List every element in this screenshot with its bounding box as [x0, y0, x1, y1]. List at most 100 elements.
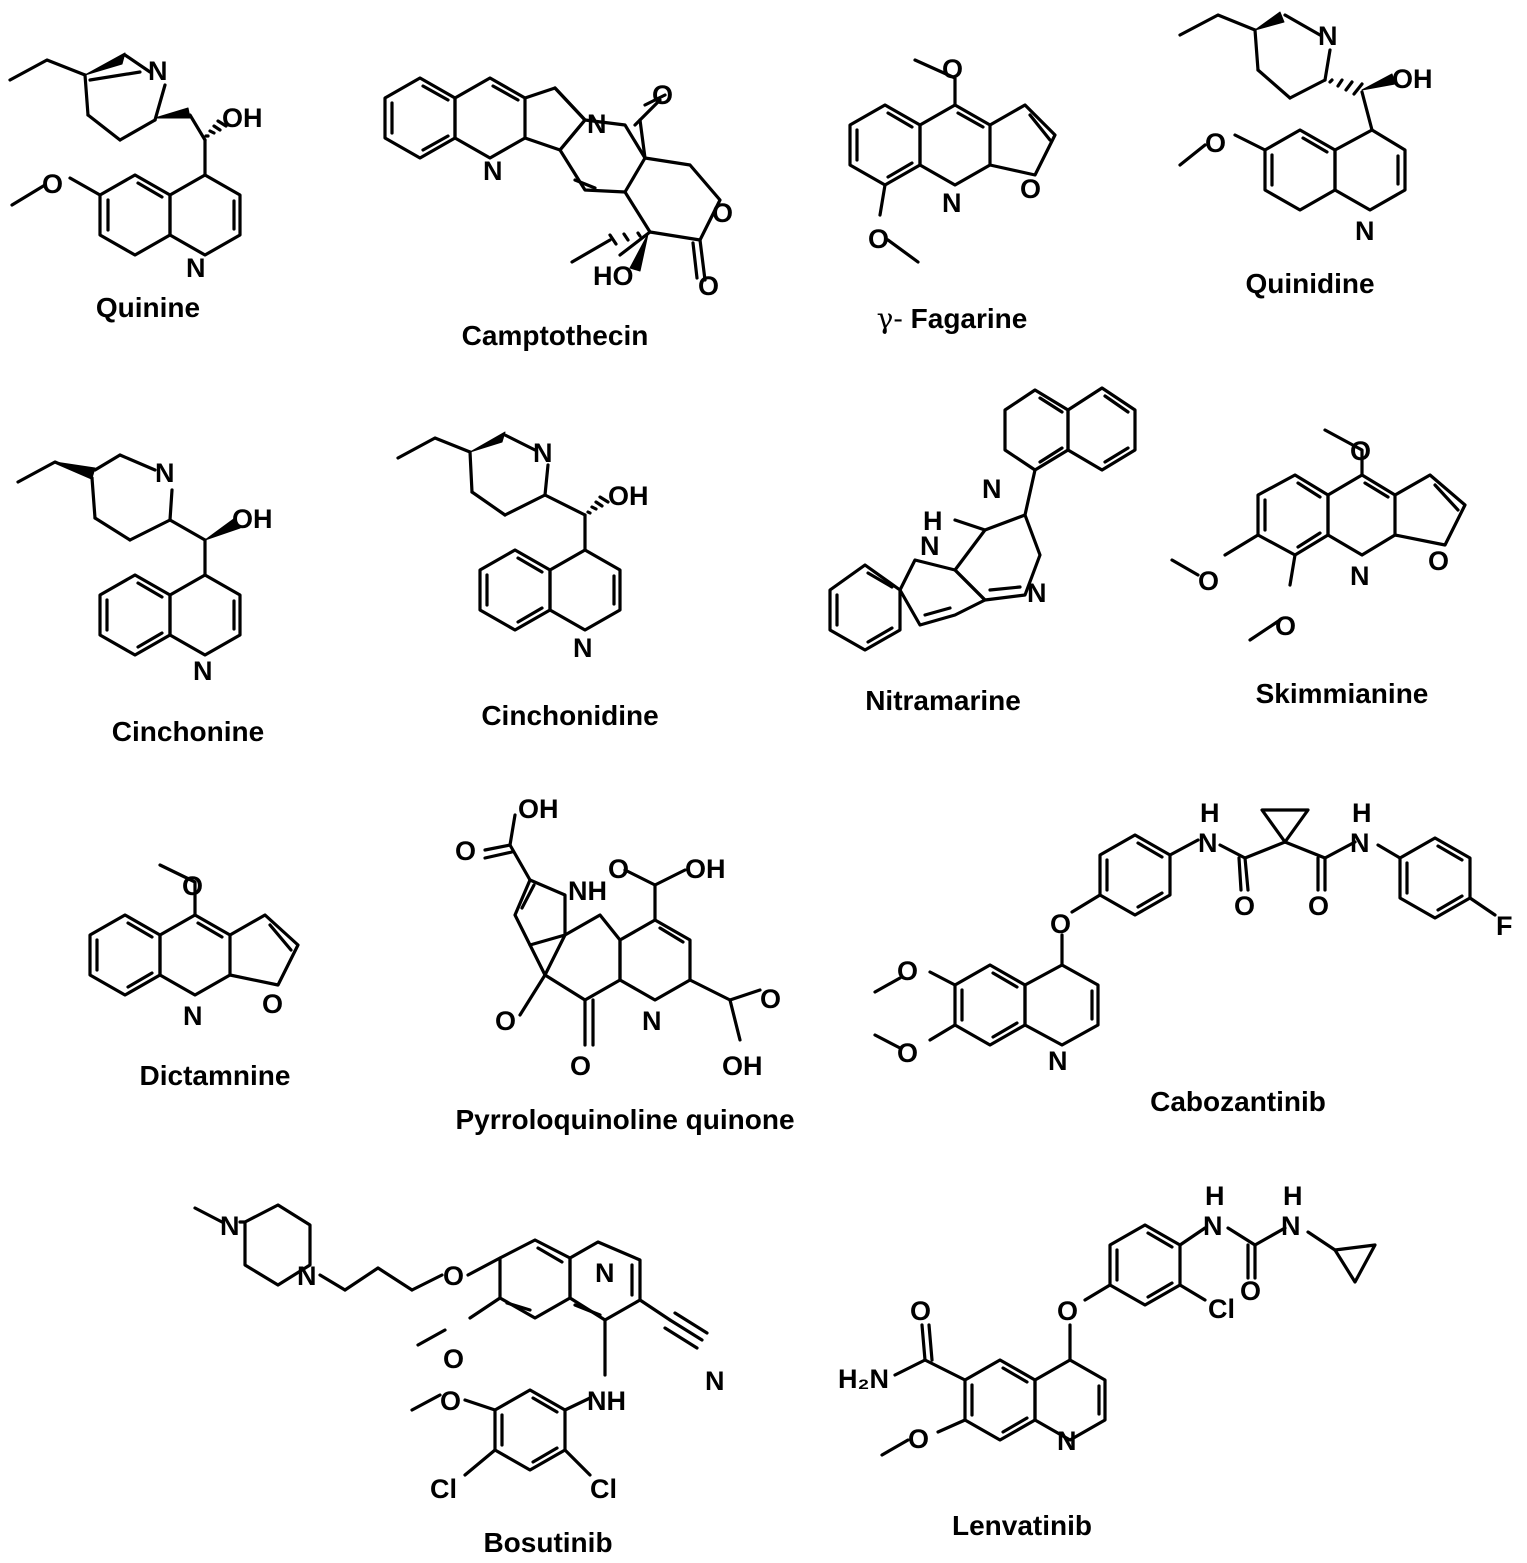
label-bosutinib: Bosutinib	[483, 1527, 613, 1558]
atom-o: O	[1198, 566, 1219, 596]
atom-o: O	[443, 1261, 464, 1291]
atom-o: O	[760, 984, 781, 1014]
atom-n: N	[148, 56, 168, 86]
skimmianine-structure: O N O O O	[1170, 428, 1467, 642]
atom-oh: OH	[1392, 64, 1433, 94]
atom-oh: OH	[518, 794, 559, 824]
label-lenvatinib: Lenvatinib	[951, 1510, 1093, 1541]
atom-o: O	[570, 1051, 591, 1081]
cabozantinib-structure: H N O O H N F O O O N	[873, 798, 1513, 1076]
camptothecin-structure: N N O O HO O	[383, 76, 733, 301]
atom-n: N	[1027, 578, 1047, 608]
lenvatinib-structure: H N H N O Cl O O H₂N O N	[838, 1181, 1377, 1457]
atom-n: N	[1198, 828, 1218, 858]
quinidine-structure: N OH O N	[1178, 11, 1433, 246]
atom-h: H	[923, 506, 943, 536]
bosutinib-structure: N N O N O N NH O Cl Cl	[193, 1203, 725, 1504]
atom-o: O	[910, 1296, 931, 1326]
atom-n: N	[1048, 1046, 1068, 1076]
atom-oh: OH	[232, 504, 273, 534]
atom-o: O	[1275, 611, 1296, 641]
atom-oh: OH	[222, 103, 263, 133]
atom-h2n: H₂N	[838, 1364, 889, 1394]
label-cinchonidine: Cinchonidine	[481, 700, 659, 731]
dictamnine-structure: O N O	[88, 863, 300, 1031]
atom-o: O	[942, 54, 963, 84]
atom-o: O	[1050, 909, 1071, 939]
label-fagarine-name: Fagarine	[910, 303, 1028, 334]
pqq-structure: OH O NH O OH O O N O OH	[455, 794, 781, 1081]
cinchonidine-structure: N OH N	[396, 431, 649, 663]
atom-n: N	[920, 531, 940, 561]
atom-n: N	[193, 656, 213, 686]
atom-o: O	[608, 854, 629, 884]
atom-o: O	[1240, 1276, 1261, 1306]
atom-o: O	[262, 989, 283, 1019]
atom-n: N	[1203, 1211, 1223, 1241]
atom-h: H	[1283, 1181, 1303, 1211]
atom-cl: Cl	[430, 1474, 457, 1504]
atom-n: N	[573, 633, 593, 663]
atom-oh: OH	[722, 1051, 763, 1081]
atom-o: O	[1308, 891, 1329, 921]
atom-n: N	[186, 253, 206, 283]
atom-o: O	[1234, 891, 1255, 921]
atom-n: N	[483, 156, 503, 186]
fagarine-structure: O N O O	[848, 54, 1057, 264]
atom-n: N	[533, 438, 553, 468]
atom-f: F	[1496, 911, 1513, 941]
label-skimmianine: Skimmianine	[1255, 678, 1429, 709]
label-quinidine: Quinidine	[1245, 268, 1375, 299]
atom-n: N	[642, 1006, 662, 1036]
atom-o: O	[897, 956, 918, 986]
nitramarine-structure: N H N N	[828, 386, 1137, 652]
atom-n: N	[595, 1258, 615, 1288]
label-cinchonine: Cinchonine	[111, 716, 265, 747]
atom-oh: OH	[685, 854, 726, 884]
atom-n: N	[982, 474, 1002, 504]
atom-cl: Cl	[1208, 1294, 1235, 1324]
atom-n: N	[1355, 216, 1375, 246]
label-camptothecin: Camptothecin	[461, 320, 649, 351]
label-fagarine-prefix: γ-	[876, 302, 903, 335]
atom-h: H	[1352, 798, 1372, 828]
atom-o: O	[440, 1386, 461, 1416]
label-nitramarine: Nitramarine	[865, 685, 1021, 716]
atom-o: O	[42, 169, 63, 199]
atom-o: O	[1205, 128, 1226, 158]
atom-n: N	[155, 458, 175, 488]
atom-h: H	[1200, 798, 1220, 828]
atom-n: N	[1350, 561, 1370, 591]
label-dictamnine: Dictamnine	[139, 1060, 291, 1091]
atom-o: O	[182, 871, 203, 901]
atom-o: O	[455, 836, 476, 866]
quinine-structure: N OH O N	[8, 52, 263, 283]
atom-o: O	[868, 224, 889, 254]
label-pyrroloquinoline-quinone: Pyrroloquinoline quinone	[455, 1104, 795, 1135]
atom-n: N	[1057, 1426, 1077, 1456]
atom-o: O	[908, 1424, 929, 1454]
atom-nh: NH	[568, 876, 607, 906]
cinchonine-structure: N OH N	[16, 453, 273, 686]
atom-n: N	[220, 1211, 240, 1241]
atom-oh: OH	[608, 481, 649, 511]
atom-o: O	[1428, 546, 1449, 576]
atom-n: N	[297, 1261, 317, 1291]
atom-n: N	[1350, 828, 1370, 858]
atom-h: H	[1205, 1181, 1225, 1211]
atom-n: N	[1318, 21, 1338, 51]
atom-o: O	[495, 1006, 516, 1036]
atom-n: N	[587, 109, 607, 139]
atom-o: O	[897, 1038, 918, 1068]
atom-n: N	[942, 188, 962, 218]
atom-o: O	[443, 1344, 464, 1374]
atom-cl: Cl	[590, 1474, 617, 1504]
atom-o: O	[698, 271, 719, 301]
atom-nh: NH	[587, 1386, 626, 1416]
atom-n: N	[705, 1366, 725, 1396]
atom-n: N	[183, 1001, 203, 1031]
label-quinine: Quinine	[95, 292, 201, 323]
label-fagarine: γ- Fagarine	[877, 302, 1028, 335]
atom-o: O	[1350, 436, 1371, 466]
